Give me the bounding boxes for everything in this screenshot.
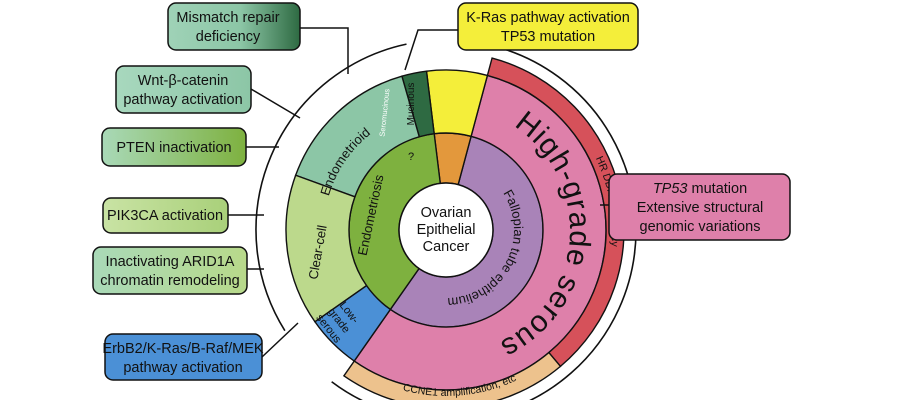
tp53-box: TP53 mutation Extensive structural genom… — [608, 173, 791, 241]
unknown-label: ? — [408, 151, 414, 163]
connector-erbb2 — [261, 322, 299, 358]
erbb2-box: ErbB2/K-Ras/B-Raf/MEK pathway activation — [102, 333, 264, 381]
kras-line1: K-Ras pathway activation — [466, 10, 630, 26]
mucinous-segment — [425, 69, 489, 138]
connector-kras — [404, 29, 458, 71]
erbb2-line2: pathway activation — [123, 360, 242, 376]
kras-line2: TP53 mutation — [501, 29, 595, 45]
left-bracket-arc — [255, 43, 407, 332]
low-grade-serous-segment — [313, 284, 392, 363]
tp53-gene-name: TP53 — [653, 181, 688, 197]
endometrioid-segment — [294, 75, 421, 198]
ccne1-band — [342, 351, 562, 400]
tp53-line3: genomic variations — [640, 219, 761, 235]
mismatch-line2: deficiency — [196, 29, 261, 45]
wnt-line1: Wnt-β-catenin — [138, 73, 229, 89]
ring-segments — [285, 57, 625, 400]
center-label-line3: Cancer — [423, 239, 470, 255]
right-bracket-arc — [331, 43, 637, 400]
arid1a-line1: Inactivating ARID1A — [106, 254, 235, 270]
arid1a-line2: chromatin remodeling — [100, 273, 239, 289]
kras-box: K-Ras pathway activation TP53 mutation — [457, 2, 639, 51]
arid1a-box: Inactivating ARID1A chromatin remodeling — [92, 246, 248, 295]
mucinous-label: Mucinous — [406, 83, 417, 126]
pten-line1: PTEN inactivation — [116, 140, 231, 156]
connector-lines — [228, 27, 609, 358]
pik3ca-box: PIK3CA activation — [102, 197, 229, 234]
pten-box: PTEN inactivation — [101, 127, 247, 167]
erbb2-line1: ErbB2/K-Ras/B-Raf/MEK — [102, 341, 263, 357]
wnt-box: Wnt-β-catenin pathway activation — [115, 65, 252, 114]
center-circle — [398, 182, 494, 278]
seromucinous-segment — [401, 70, 435, 138]
connector-wnt — [250, 88, 301, 119]
wnt-line2: pathway activation — [123, 92, 242, 108]
tp53-line1: TP53 mutation — [653, 181, 747, 197]
center-label-line1: Ovarian — [421, 205, 472, 221]
clear-cell-segment — [285, 174, 368, 323]
pik3ca-line1: PIK3CA activation — [107, 208, 223, 224]
connector-mismatch — [300, 27, 349, 74]
mismatch-repair-box: Mismatch repair deficiency — [167, 2, 301, 51]
tp53-mutation-word: mutation — [688, 181, 748, 197]
tp53-line2: Extensive structural — [637, 200, 764, 216]
center-label-line2: Epithelial — [417, 222, 476, 238]
mismatch-line1: Mismatch repair — [176, 10, 279, 26]
